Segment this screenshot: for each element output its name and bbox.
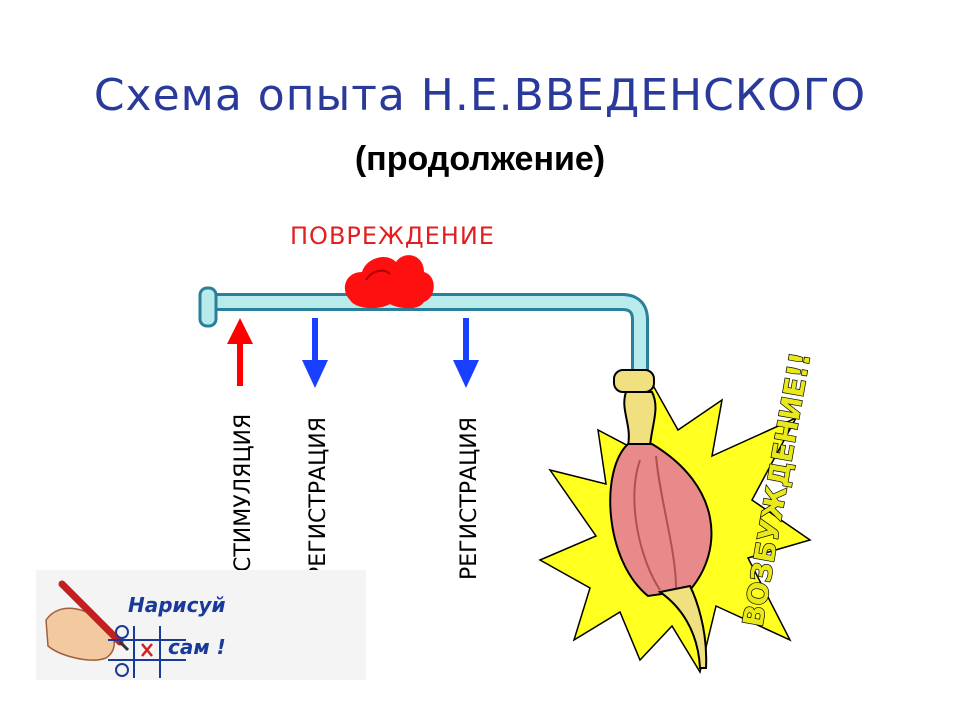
damage-label: ПОВРЕЖДЕНИЕ [290, 222, 495, 250]
page-subtitle: (продолжение) [354, 140, 606, 178]
registration-arrow-1 [302, 318, 328, 388]
nerve [198, 286, 649, 381]
damage-blob [344, 255, 434, 309]
badge-line-1: Нарисуй [128, 593, 225, 617]
tic-tac-toe-icon [108, 625, 186, 678]
muscle [609, 369, 713, 669]
hand-drawing-icon [45, 580, 130, 661]
stimulation-label: СТИМУЛЯЦИЯ [231, 414, 256, 572]
registration-arrow-2 [453, 318, 479, 388]
page-title: Схема опыта Н.Е.ВВЕДЕНСКОГО [93, 70, 867, 121]
stimulation-arrow [227, 318, 253, 386]
registration-label-1: РЕГИСТРАЦИЯ [306, 417, 331, 580]
registration-label-2: РЕГИСТРАЦИЯ [457, 417, 482, 580]
draw-yourself-badge: Нарисуй сам ! [36, 570, 366, 680]
badge-line-2: сам ! [168, 635, 226, 659]
